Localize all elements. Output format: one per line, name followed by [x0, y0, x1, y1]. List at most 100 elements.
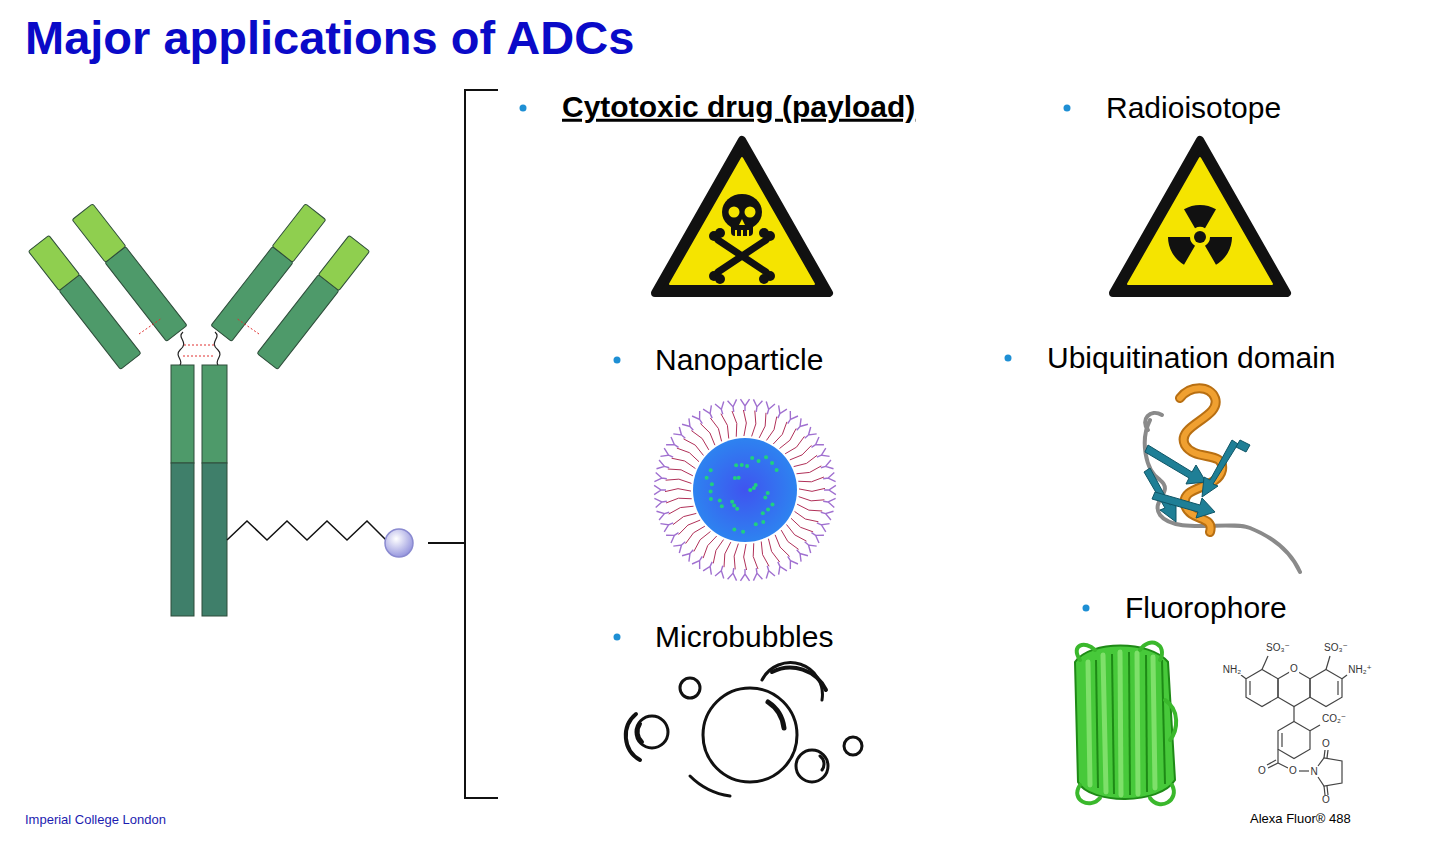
hinge	[214, 332, 220, 365]
lipid-head	[788, 556, 798, 568]
ubiquitin-structure	[1144, 388, 1300, 572]
payload-dot	[732, 503, 736, 507]
lipid-tail	[679, 520, 701, 534]
payload-dot	[718, 498, 722, 502]
item-label: Ubiquitination domain	[1047, 341, 1336, 376]
lipid-tail	[713, 540, 723, 564]
lipid-tail	[668, 469, 693, 476]
payload-dot	[710, 482, 714, 486]
connector-line	[428, 542, 465, 544]
lipid-head	[715, 402, 724, 415]
lipid-head	[778, 405, 787, 418]
payload-dot	[720, 504, 724, 508]
light-chain	[59, 275, 141, 370]
payload-dot	[770, 502, 774, 506]
lipid-head	[811, 437, 823, 447]
payload-dot	[775, 468, 779, 472]
lipid-tail	[780, 429, 797, 449]
lipid-tail	[665, 489, 691, 492]
atom-label: O	[1288, 766, 1298, 776]
lipid-tail	[752, 411, 756, 437]
lipid-head	[660, 448, 673, 457]
lipid-head	[703, 562, 712, 575]
hinge	[178, 332, 184, 365]
nanoparticle-core	[693, 438, 797, 542]
item-label: Nanoparticle	[655, 343, 823, 378]
lipid-tail	[744, 544, 747, 570]
lipid-head	[654, 485, 666, 494]
lipid-tail	[794, 455, 817, 466]
payload-sphere	[385, 529, 413, 557]
antibody	[28, 204, 369, 616]
lipid-head	[715, 566, 724, 579]
lipid-head	[817, 448, 830, 457]
lipid-tail	[732, 411, 737, 437]
lipid-head	[778, 562, 787, 575]
payload-dot	[705, 476, 709, 480]
lipid-tail	[677, 448, 699, 462]
lipid-tail	[686, 526, 705, 543]
heavy-chain-variable	[72, 204, 126, 263]
payload-dot	[733, 476, 737, 480]
payload-dot	[766, 507, 770, 511]
lipid-head	[673, 542, 685, 553]
lipid-head	[817, 523, 830, 532]
payload-dot	[732, 528, 736, 532]
atom-label: SO₃⁻	[1323, 643, 1349, 653]
lipid-head	[740, 569, 749, 581]
lipid-head	[766, 566, 775, 579]
lipid-head	[654, 498, 666, 507]
heavy-chain-fc	[202, 463, 227, 616]
lipid-tail	[781, 530, 798, 549]
atom-label: O	[1257, 766, 1267, 776]
radiation-sign	[1113, 140, 1287, 293]
payload-dot	[709, 489, 713, 493]
lipid-tail	[753, 543, 758, 569]
lipid-head	[805, 427, 817, 438]
atom-label: NH₂⁺	[1347, 665, 1373, 675]
lipid-head	[811, 533, 823, 543]
lipid-tail	[798, 477, 824, 482]
payload-dot	[748, 488, 752, 492]
lipid-tail	[700, 424, 714, 446]
linker	[227, 521, 386, 540]
lipid-head	[657, 460, 670, 469]
lipid-head	[821, 460, 834, 469]
payload-dot	[757, 459, 761, 463]
lipid-tail	[724, 542, 731, 567]
lipid-head	[823, 498, 835, 507]
lipid-tail	[734, 544, 738, 570]
lipid-tail	[684, 439, 704, 456]
lipid-head	[657, 511, 670, 520]
chemical-structure	[1241, 656, 1347, 795]
payload-dot	[709, 497, 713, 501]
light-chain	[257, 275, 339, 370]
lipid-head	[766, 402, 775, 415]
heavy-chain-ch1	[171, 365, 194, 463]
heavy-chain-variable	[272, 204, 326, 263]
lipid-tail	[790, 445, 812, 459]
lipid-head	[692, 556, 702, 568]
lipid-head	[682, 418, 693, 430]
lipid-tail	[666, 479, 692, 483]
lipid-tail	[669, 506, 694, 514]
lipid-head	[753, 399, 762, 411]
payload-dot	[754, 483, 758, 487]
lipid-head	[805, 542, 817, 553]
payload-dot	[734, 463, 738, 467]
lipid-head	[728, 399, 737, 411]
lipid-tail	[797, 504, 822, 511]
payload-dot	[709, 468, 713, 472]
lipid-tail	[791, 518, 813, 532]
lipid-head	[753, 568, 762, 580]
disulfide-bonds	[139, 318, 259, 356]
payload-dot	[741, 530, 745, 534]
atom-label: O	[1289, 664, 1299, 674]
lipid-head	[673, 427, 685, 438]
atom-label: O	[1321, 795, 1331, 805]
toxic-sign	[655, 140, 829, 293]
heavy-chain-fc	[171, 463, 194, 616]
lipid-head	[788, 411, 798, 423]
lipid-head	[692, 411, 702, 423]
